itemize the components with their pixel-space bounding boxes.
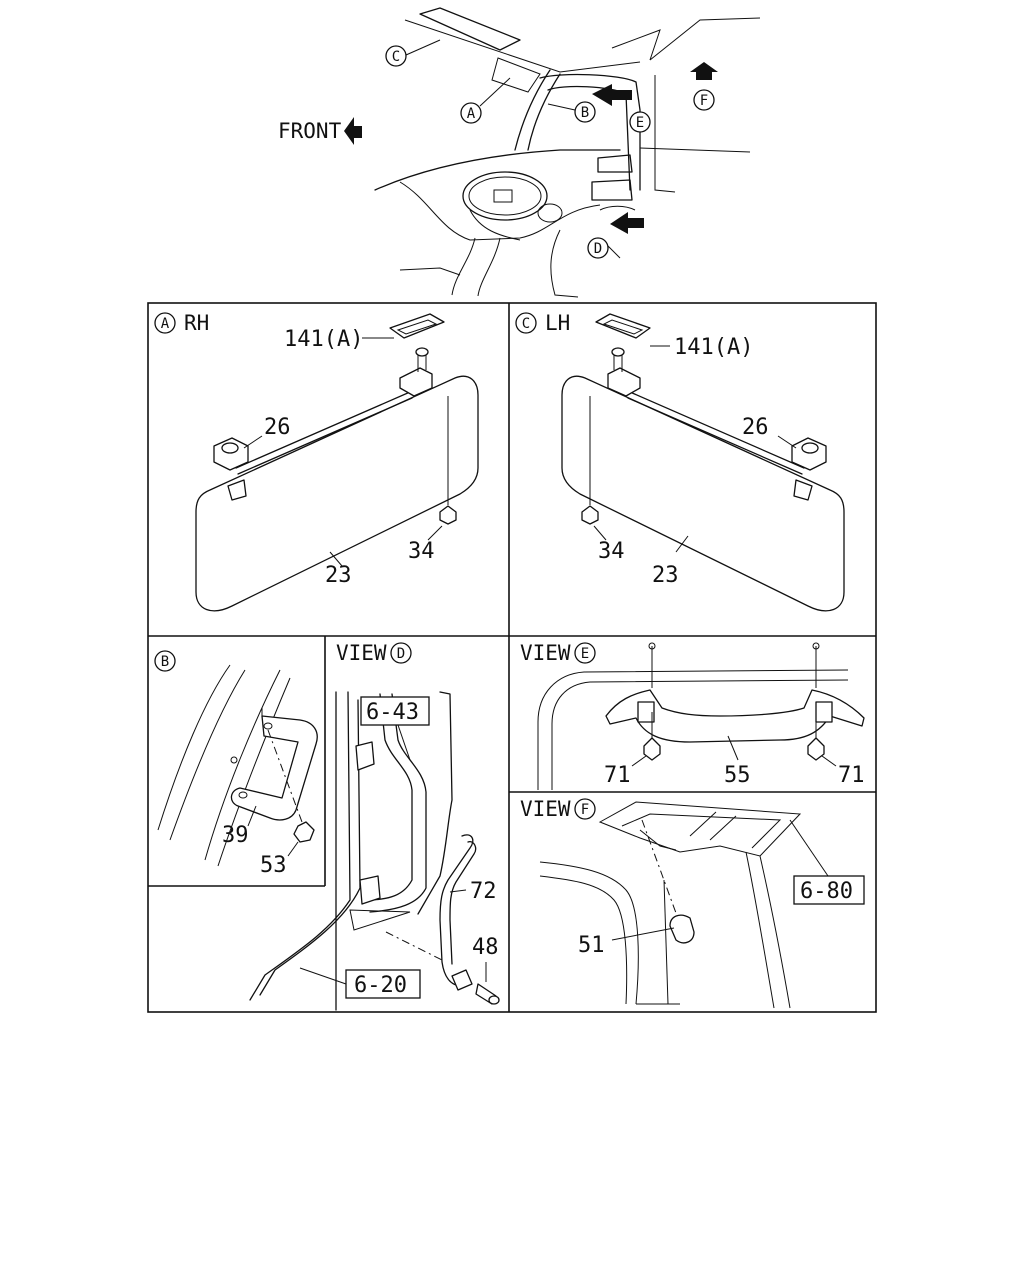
- screw-34-rh: [439, 505, 457, 525]
- part-23-rh-label: 23: [325, 563, 352, 588]
- panel-c-lh: C LH 141(A) 26 34 23: [515, 311, 845, 612]
- callout-a: A: [460, 102, 482, 124]
- grab-bar-39: [230, 715, 318, 821]
- part-34-lh-label: 34: [598, 539, 625, 564]
- screw-71-right: [807, 737, 825, 761]
- panel-d: VIEW D 6-43 6-20 72 48: [249, 641, 500, 1011]
- panel-d-letter: D: [390, 642, 412, 664]
- callout-c: C: [385, 45, 407, 67]
- sun-visor-rh: [195, 375, 479, 612]
- svg-text:C: C: [392, 49, 400, 65]
- svg-text:A: A: [161, 316, 170, 332]
- svg-text:D: D: [397, 646, 405, 662]
- ref-box-6-80: [793, 875, 865, 905]
- panel-c-letter: C: [515, 312, 537, 334]
- lamp-141a-rh: [389, 313, 445, 339]
- grab-handle-55: [605, 689, 865, 743]
- arrow-d-icon: [610, 212, 644, 234]
- part-71-left-label: 71: [604, 763, 631, 788]
- svg-text:E: E: [636, 115, 644, 131]
- part-141a-lh-label: 141(A): [674, 335, 753, 360]
- svg-text:B: B: [581, 105, 589, 121]
- svg-text:D: D: [594, 241, 602, 257]
- screw-34-lh: [581, 505, 599, 525]
- svg-text:C: C: [522, 316, 530, 332]
- panel-b-letter: B: [154, 650, 176, 672]
- part-39-label: 39: [222, 823, 249, 848]
- part-141a-rh-label: 141(A): [284, 327, 363, 352]
- panel-f-letter: F: [574, 798, 596, 820]
- ref-6-80-label: 6-80: [800, 879, 853, 904]
- part-71-right-label: 71: [838, 763, 865, 788]
- panel-b: B 39 53: [154, 650, 318, 878]
- callout-d: D: [587, 237, 609, 259]
- arrow-b-icon: [592, 84, 632, 106]
- panel-a-side: RH: [184, 311, 209, 335]
- ref-6-43-label: 6-43: [366, 700, 419, 725]
- part-51-label: 51: [578, 933, 605, 958]
- sun-visor-lh: [561, 375, 845, 612]
- strap-72-end: [451, 969, 473, 991]
- svg-text:B: B: [161, 654, 169, 670]
- panel-a-rh: A RH 141(A) 26 34 23: [154, 311, 479, 612]
- panel-d-view-label: VIEW: [336, 641, 387, 665]
- panel-f-view-label: VIEW: [520, 797, 571, 821]
- front-label: FRONT: [278, 119, 342, 143]
- part-26-lh-label: 26: [742, 415, 769, 440]
- panel-e-letter: E: [574, 642, 596, 664]
- panel-a-letter: A: [154, 312, 176, 334]
- clip-51: [669, 914, 695, 944]
- ref-6-20-label: 6-20: [354, 973, 407, 998]
- panel-f: VIEW F 51 6-80: [520, 797, 865, 1009]
- svg-text:F: F: [581, 802, 589, 818]
- screw-71-left: [643, 737, 661, 761]
- part-55-label: 55: [724, 763, 751, 788]
- panel-frames: [147, 302, 877, 1013]
- panel-c-side: LH: [545, 311, 570, 335]
- ref-box-6-20: [345, 969, 421, 999]
- arrow-f-icon: [690, 62, 718, 80]
- callout-f: F: [693, 89, 715, 111]
- overview-illustration: FRONT C A B E F D: [278, 7, 761, 298]
- lamp-141a-lh: [595, 313, 651, 339]
- part-48-label: 48: [472, 935, 499, 960]
- ref-box-6-43: [360, 696, 430, 726]
- svg-text:A: A: [467, 106, 476, 122]
- panel-e-view-label: VIEW: [520, 641, 571, 665]
- screw-53: [293, 821, 315, 843]
- front-arrow-icon: [344, 117, 362, 145]
- svg-text:F: F: [700, 93, 708, 109]
- callout-e: E: [629, 111, 651, 133]
- part-53-label: 53: [260, 853, 287, 878]
- part-72-label: 72: [470, 879, 497, 904]
- panel-e: VIEW E 71 55 71: [520, 641, 865, 790]
- part-34-rh-label: 34: [408, 539, 435, 564]
- part-26-rh-label: 26: [264, 415, 291, 440]
- callout-b: B: [574, 101, 596, 123]
- svg-text:E: E: [581, 646, 589, 662]
- part-23-lh-label: 23: [652, 563, 679, 588]
